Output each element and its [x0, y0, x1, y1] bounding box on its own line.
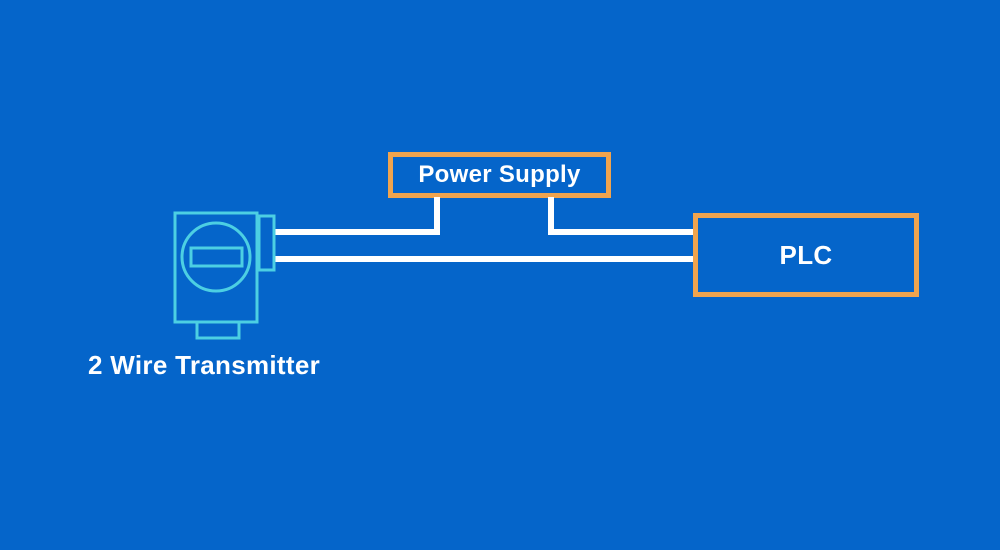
two-wire-transmitter-icon: [172, 211, 278, 341]
plc-box: PLC: [693, 213, 919, 297]
power-supply-to-plc-wire-horizontal: [548, 229, 693, 235]
power-supply-label: Power Supply: [418, 161, 581, 188]
power-supply-box: Power Supply: [388, 152, 611, 198]
transmitter-label: 2 Wire Transmitter: [88, 350, 321, 380]
transmitter-display-window: [189, 246, 244, 268]
power-supply-to-plc-wire-riser: [548, 197, 554, 235]
transmitter-icon-svg: [173, 211, 276, 340]
transmitter-gauge-circle: [180, 221, 252, 293]
plc-label: PLC: [779, 239, 833, 270]
transmitter-terminal-block: [257, 214, 276, 272]
transmitter-to-plc-return-wire: [273, 256, 693, 262]
transmitter-to-power-supply-wire-horizontal: [273, 229, 440, 235]
transmitter-mounting-stem: [195, 320, 241, 340]
transmitter-to-power-supply-wire-riser: [434, 197, 440, 235]
